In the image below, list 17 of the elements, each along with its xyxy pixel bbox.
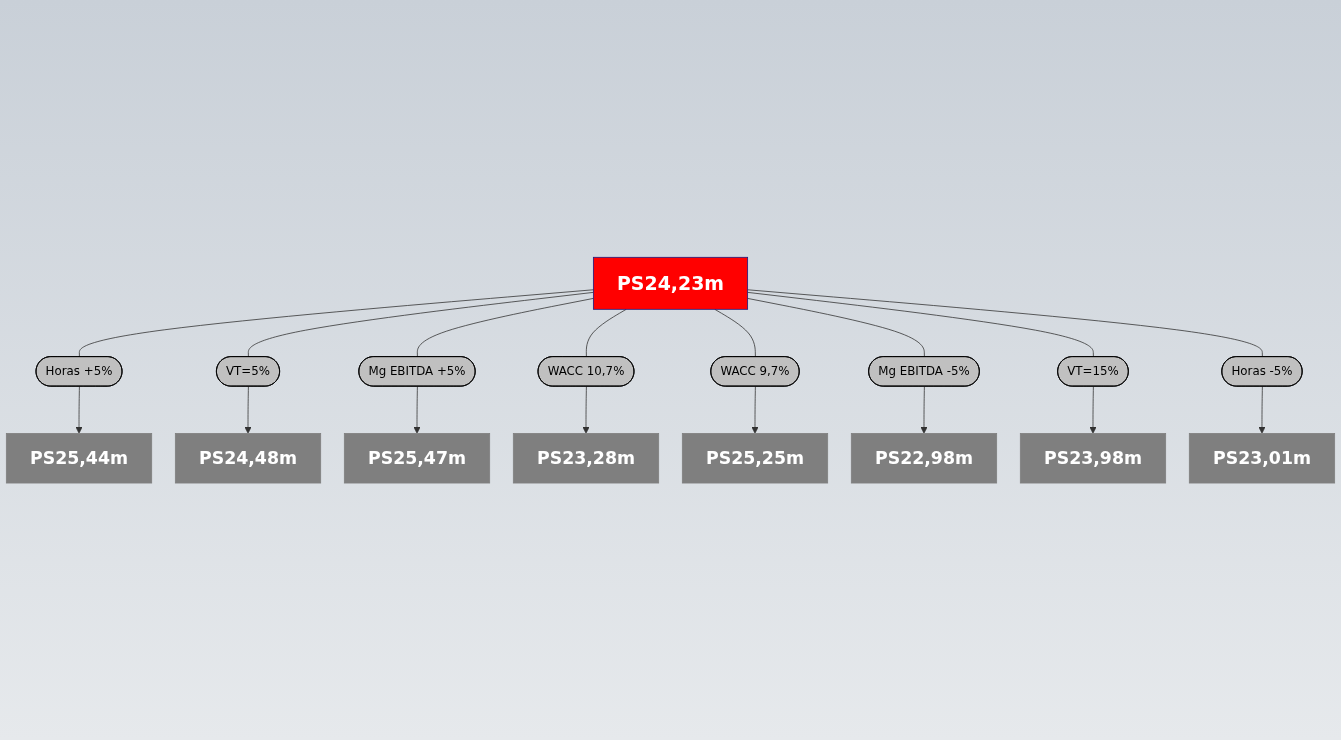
node-box: PS23,98m [1019, 432, 1167, 484]
node-box: PS24,48m [174, 432, 322, 484]
node-box: PS22,98m [850, 432, 998, 484]
node-box: PS24,23m [592, 256, 749, 310]
connector [78, 289, 594, 358]
connector [747, 291, 1094, 358]
node-box: PS23,28m [512, 432, 660, 484]
connector [585, 308, 627, 358]
node-box: PS25,44m [5, 432, 153, 484]
connector [714, 308, 756, 358]
node-box: PS25,25m [681, 432, 829, 484]
connector [416, 297, 594, 358]
node-box: PS25,47m [343, 432, 491, 484]
connector [747, 289, 1263, 358]
connector [747, 297, 925, 358]
connector [247, 291, 594, 358]
node-box: PS23,01m [1188, 432, 1336, 484]
